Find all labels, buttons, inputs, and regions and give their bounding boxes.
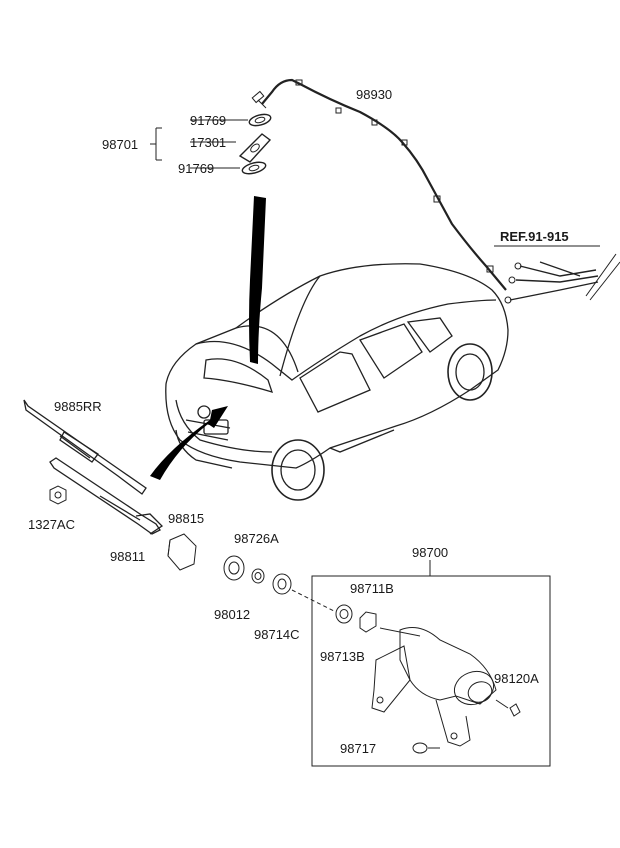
cap-98714c bbox=[272, 573, 337, 613]
callout-9885rr: 9885RR bbox=[54, 399, 102, 414]
callout-98811: 98811 bbox=[110, 549, 146, 564]
callout-98714c: 98714C bbox=[254, 627, 300, 642]
cap-98815 bbox=[167, 533, 197, 571]
wiper-arm bbox=[49, 457, 164, 535]
vehicle-illustration bbox=[165, 263, 509, 501]
assembly-arrows bbox=[150, 196, 266, 480]
washer-98726a bbox=[251, 568, 265, 584]
callout-ref-91-915: REF.91-915 bbox=[500, 229, 569, 244]
wiper-blade bbox=[23, 399, 147, 495]
callout-98012: 98012 bbox=[214, 607, 251, 622]
callout-98120a: 98120A bbox=[494, 671, 539, 686]
callout-17301: 17301 bbox=[190, 135, 227, 150]
callout-91769-top: 91769 bbox=[190, 113, 227, 128]
nut-1327ac bbox=[49, 485, 67, 505]
callout-98701: 98701 bbox=[102, 137, 139, 152]
callout-98711b: 98711B bbox=[350, 581, 394, 596]
washer-hose bbox=[251, 78, 507, 291]
reference-harness bbox=[494, 245, 620, 304]
callout-98726a: 98726A bbox=[234, 531, 279, 546]
callout-98815: 98815 bbox=[168, 511, 205, 526]
callout-1327ac: 1327AC bbox=[28, 517, 75, 532]
motor-assembly-box bbox=[311, 560, 551, 767]
callout-98700: 98700 bbox=[412, 545, 449, 560]
callout-98930: 98930 bbox=[356, 87, 393, 102]
callout-91769-bottom: 91769 bbox=[178, 161, 215, 176]
callout-98717: 98717 bbox=[340, 741, 377, 756]
grommet-98012 bbox=[223, 555, 245, 581]
nozzle-clip-assembly bbox=[150, 113, 272, 175]
callout-98713b: 98713B bbox=[320, 649, 365, 664]
